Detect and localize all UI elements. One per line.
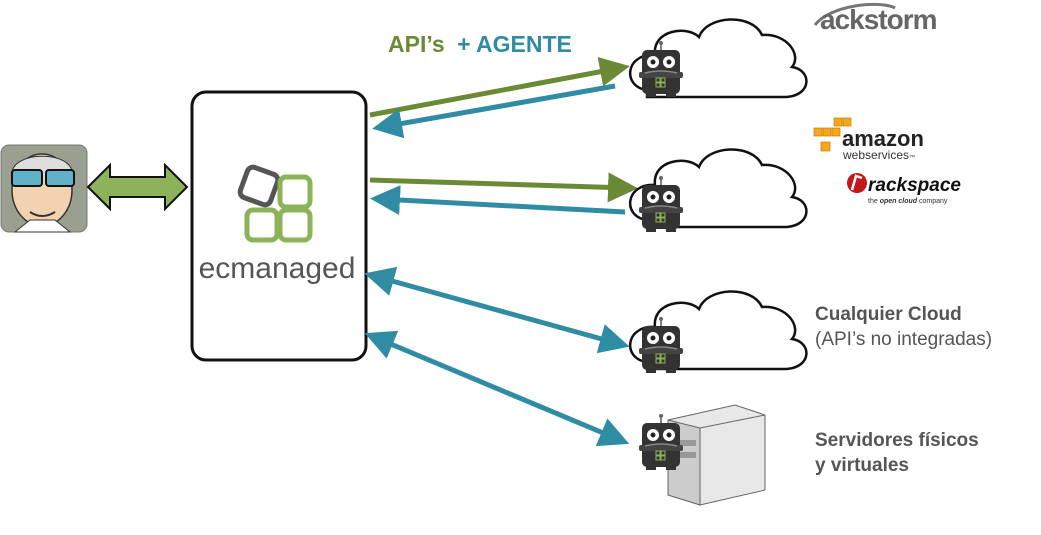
admin-avatar-icon bbox=[0, 144, 88, 233]
diagram-title: API’s + AGENTE bbox=[388, 31, 572, 57]
agent-arrow-2 bbox=[370, 185, 626, 216]
any-cloud-sublabel: (API’s no integradas) bbox=[815, 329, 992, 350]
connection-arrows bbox=[364, 56, 638, 447]
server-tower-icon bbox=[667, 404, 766, 506]
ecmanaged-logo-icon bbox=[237, 164, 313, 243]
bidirectional-arrow bbox=[86, 162, 189, 212]
ecmanaged-logo-text: ecmanaged bbox=[199, 252, 356, 285]
svg-text:amazon: amazon bbox=[842, 126, 924, 151]
servers-label: Servidores físicos bbox=[815, 430, 979, 451]
any-cloud-label: Cualquier Cloud bbox=[815, 304, 962, 325]
rackspace-logo: rackspace the open cloud company bbox=[847, 173, 961, 205]
servers-sublabel: y virtuales bbox=[815, 455, 909, 476]
agent-arrow-1 bbox=[372, 83, 616, 139]
svg-text:ackstorm: ackstorm bbox=[820, 4, 937, 35]
svg-text:webservices™: webservices™ bbox=[842, 148, 915, 162]
agent-arrow-3 bbox=[364, 266, 630, 354]
agent-arrow-4 bbox=[364, 330, 630, 447]
ackstorm-logo: ackstorm bbox=[813, 2, 938, 35]
api-arrow-1 bbox=[369, 56, 630, 118]
api-arrow-2 bbox=[369, 172, 638, 203]
aws-logo: amazon webservices™ bbox=[813, 117, 924, 162]
ecmanaged-box: ecmanaged bbox=[190, 90, 368, 362]
svg-text:rackspace: rackspace bbox=[868, 175, 961, 196]
svg-text:the open cloud company: the open cloud company bbox=[868, 198, 948, 205]
